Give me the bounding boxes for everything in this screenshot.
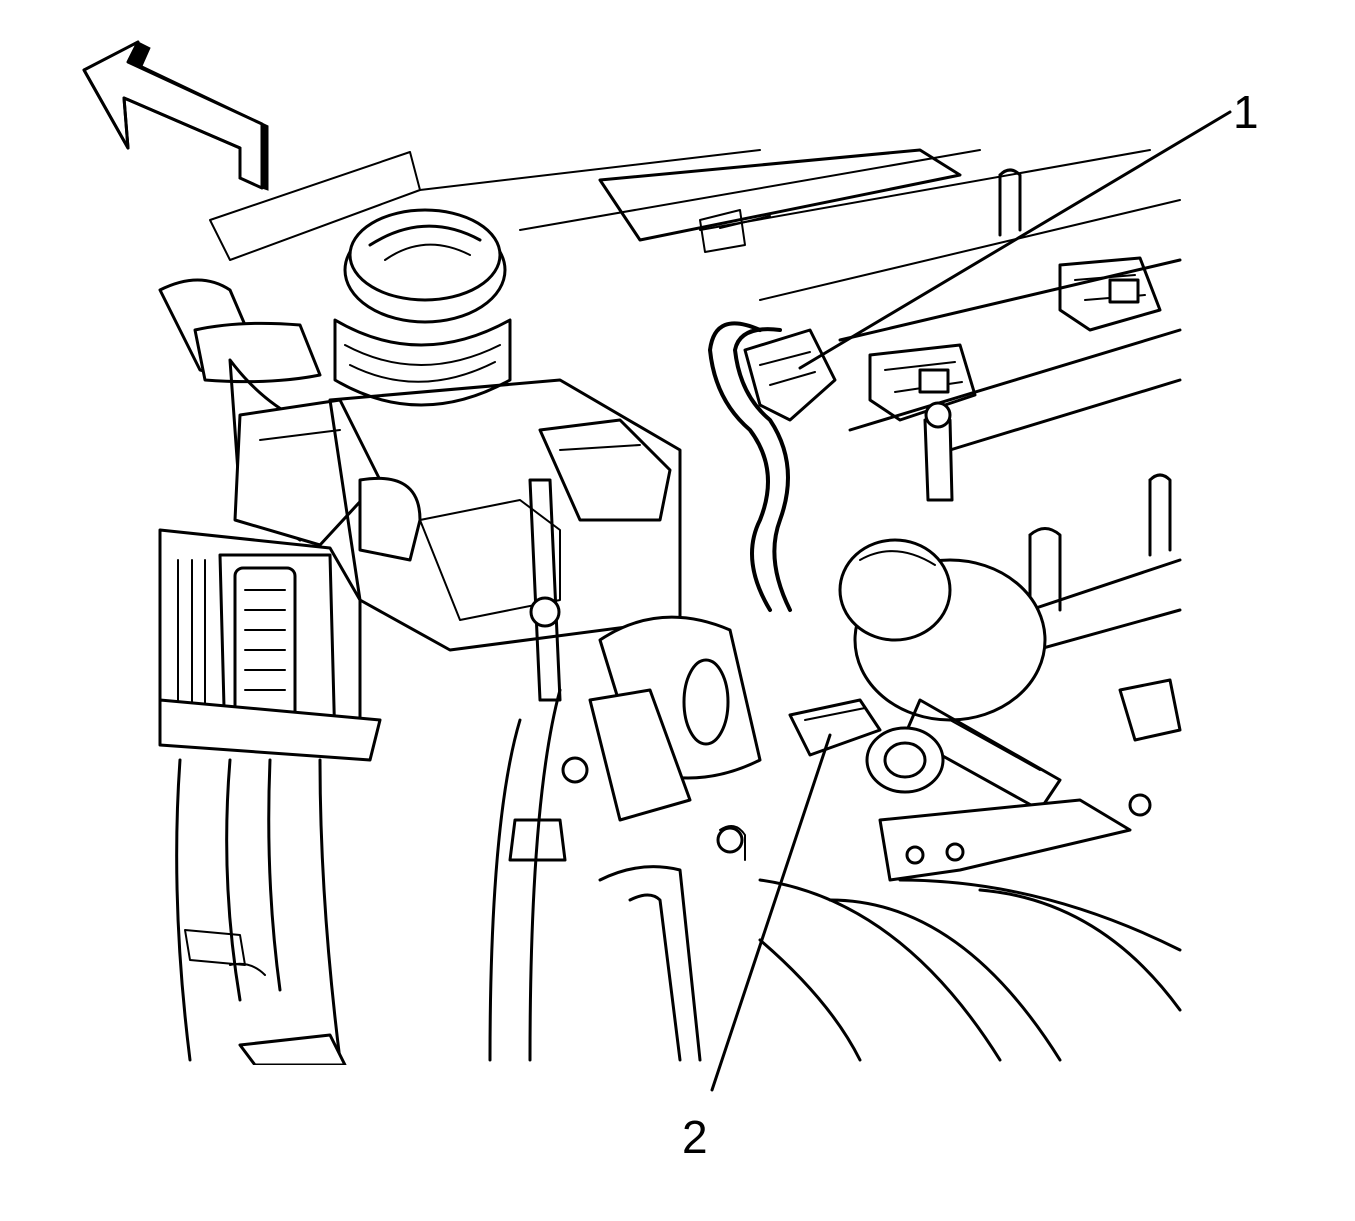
callout-label-2: 2 [682, 1111, 708, 1163]
mount-bracket [588, 615, 762, 822]
wiring-harness [708, 321, 792, 612]
direction-arrow-icon [82, 40, 269, 191]
purge-solenoid [838, 538, 1062, 812]
callout-1-leader [798, 110, 1232, 370]
callout-2-leader [710, 733, 832, 1092]
ignition-coil [158, 528, 382, 762]
callout-label-1: 1 [1233, 86, 1259, 138]
oil-fill-cap [333, 208, 512, 407]
engine-illustration [158, 148, 1182, 1065]
